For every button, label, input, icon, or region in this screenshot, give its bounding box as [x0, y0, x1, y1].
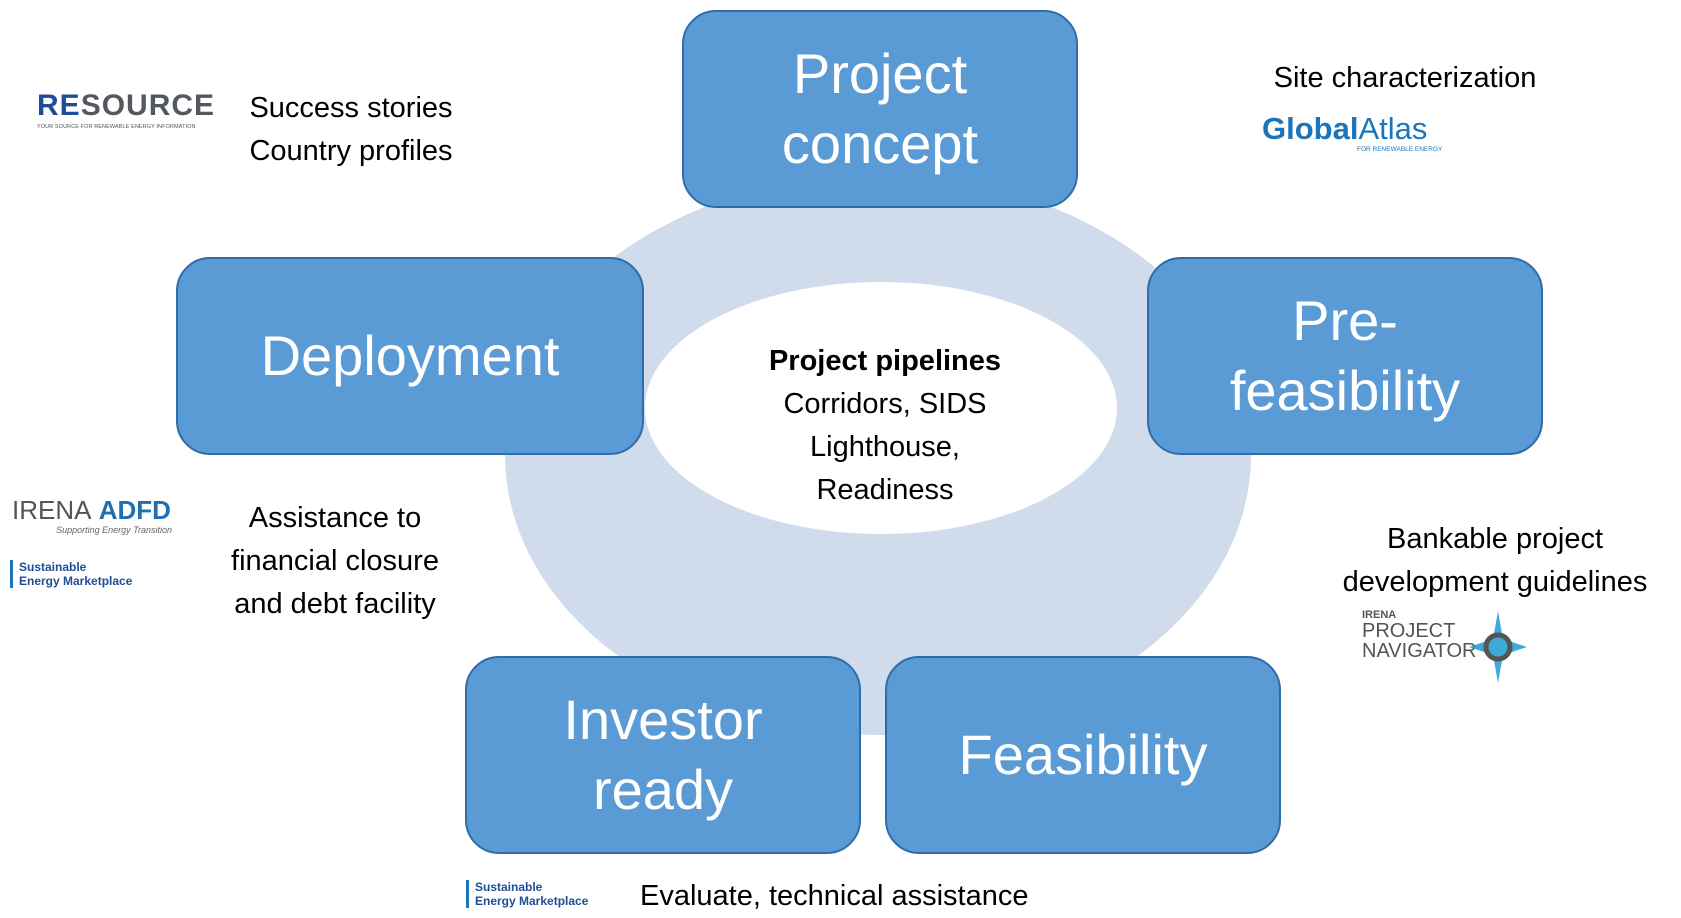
note-resource: Success stories Country profiles: [226, 87, 476, 173]
stage-label: Investor: [563, 688, 763, 751]
note-line: development guidelines: [1342, 566, 1648, 598]
stage-label: Pre-: [1292, 289, 1398, 352]
note-bankable: Bankable project development guidelines: [1310, 518, 1680, 604]
stage-investor-ready: Investor ready: [465, 656, 861, 854]
stage-label: Feasibility: [958, 723, 1208, 786]
center-hub: [645, 282, 1117, 534]
stage-pre-feasibility: Pre- feasibility: [1147, 257, 1543, 455]
note-line: financial closure: [231, 545, 439, 577]
stage-feasibility: Feasibility: [885, 656, 1281, 854]
stage-label: Project: [792, 42, 968, 105]
hub-line: Readiness: [816, 474, 954, 506]
note-site: Site characterization: [1240, 57, 1570, 100]
compass-icon: [1469, 611, 1527, 683]
pn-logo-irena: IRENA: [1362, 609, 1397, 621]
adfd-logo-adfd: ADFD: [98, 495, 171, 525]
stage-label: feasibility: [1229, 359, 1461, 422]
resource-logo-source: SOURCE: [80, 89, 216, 122]
hub-line: Corridors, SIDS: [783, 388, 987, 420]
note-deployment: Assistance to financial closure and debt…: [205, 497, 465, 626]
sem-logo-line: Sustainable: [475, 880, 543, 894]
stage-label: concept: [781, 112, 979, 175]
note-line: Success stories: [249, 92, 453, 124]
stage-deployment: Deployment: [176, 257, 644, 455]
adfd-logo-tagline: Supporting Energy Transition: [56, 525, 172, 535]
globalatlas-logo: GlobalAtlas FOR RENEWABLE ENERGY: [1262, 111, 1462, 154]
note-line: Bankable project: [1386, 523, 1604, 555]
hub-line: Lighthouse,: [810, 431, 960, 463]
pn-logo-line: NAVIGATOR: [1362, 640, 1477, 662]
resource-logo: RESOURCE YOUR SOURCE FOR RENEWABLE ENERG…: [37, 89, 227, 131]
hub-title: Project pipelines: [768, 345, 1002, 377]
pn-logo-line: PROJECT: [1362, 620, 1456, 642]
note-investor: Evaluate, technical assistance: [640, 880, 1029, 912]
note-line: Country profiles: [249, 135, 453, 167]
project-navigator-logo: IRENA PROJECT NAVIGATOR: [1362, 609, 1532, 689]
note-line: Site characterization: [1273, 62, 1537, 94]
stage-label: Deployment: [260, 324, 560, 387]
globalatlas-logo-tagline: FOR RENEWABLE ENERGY: [1357, 146, 1443, 153]
resource-logo-re: RE: [37, 89, 81, 122]
hub-text: Project pipelines Corridors, SIDS Lighth…: [660, 340, 1110, 512]
sem-logo-line: Sustainable: [19, 560, 87, 574]
resource-logo-tagline: YOUR SOURCE FOR RENEWABLE ENERGY INFORMA…: [37, 124, 196, 130]
stage-project-concept: Project concept: [682, 10, 1078, 208]
sem-logo-line: Energy Marketplace: [475, 894, 589, 908]
note-line: and debt facility: [234, 588, 436, 620]
stage-label: ready: [592, 758, 734, 821]
globalatlas-logo-atlas: Atlas: [1358, 111, 1428, 146]
adfd-logo-irena: IRENA: [12, 495, 92, 525]
sustainable-energy-marketplace-logo: Sustainable Energy Marketplace: [466, 880, 588, 908]
irena-adfd-logo: IRENA ADFD Supporting Energy Transition: [12, 495, 182, 535]
globalatlas-logo-global: Global: [1262, 111, 1359, 146]
note-line: Assistance to: [248, 502, 422, 534]
sustainable-energy-marketplace-logo: Sustainable Energy Marketplace: [10, 560, 132, 588]
sem-logo-line: Energy Marketplace: [19, 574, 133, 588]
